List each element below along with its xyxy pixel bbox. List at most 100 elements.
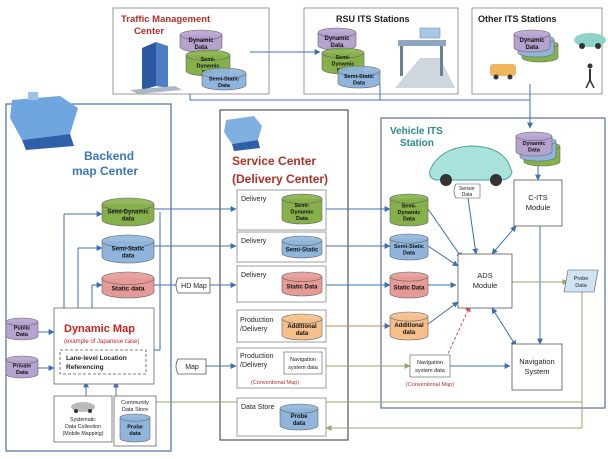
db-bk-static-label: Static data <box>112 285 145 292</box>
ads-module: ADS Module <box>457 253 513 309</box>
production-label-1: Production <box>240 317 274 324</box>
db-sc-probe-label: data <box>293 421 306 427</box>
lane-level-1: Lane-level Location <box>66 355 127 362</box>
delivery-label-1: Delivery <box>241 196 267 203</box>
db-v-semidyn-label: Semi- <box>402 204 417 210</box>
backend-title-1: Backend <box>84 149 134 163</box>
db-v-semistatic-label: Data <box>403 250 416 256</box>
service-title-2: (Delivery Center) <box>232 172 328 186</box>
db-tm-semi-label: Dynamic <box>197 64 220 70</box>
db-sc-static: Static Data <box>281 271 323 297</box>
other-title: Other ITS Stations <box>478 14 557 24</box>
conventional-map-sc: (Conventional Map) <box>251 380 299 386</box>
bus-icon <box>490 64 516 80</box>
dynamic-map-box: Dynamic Map (example of Japanese case) L… <box>53 307 155 385</box>
db-bk-semidyn-label: data <box>122 217 135 223</box>
db-v-semistatic-label: Semi-Static <box>394 244 424 250</box>
db-sc-semistatic-label: Semi-Static <box>286 248 319 254</box>
db-private-label: Data <box>16 370 29 376</box>
db-rsu-static-label: Data <box>353 81 366 87</box>
db-tm-static-label: Data <box>218 83 231 89</box>
db-private-label: Private <box>13 364 31 370</box>
db-oth-dyn-label: Data <box>525 45 539 51</box>
sensor-data-tag: Sensor Data <box>453 183 481 199</box>
db-bk-semistatic-label: data <box>122 254 135 260</box>
service-title-1: Service Center <box>232 154 316 168</box>
road-gantry-icon <box>395 27 455 88</box>
nav-sc-1: Navigation <box>290 357 316 363</box>
db-rsu-dyn-label: Data <box>330 43 344 49</box>
mapping-car-icon <box>71 402 95 413</box>
nav-sc-2: system data <box>288 365 319 371</box>
db-sc-semistatic: Semi-Static <box>281 235 323 259</box>
service-title: Service Center (Delivery Center) <box>224 116 328 186</box>
db-bk-semistatic-label: Semi-Static <box>112 247 145 253</box>
car-icon <box>574 33 606 49</box>
map-box: Map <box>175 358 207 375</box>
nav-system-2: System <box>524 367 549 376</box>
db-tm-semi-label: Semi- <box>201 57 216 63</box>
conventional-map-v: (Conventional Map) <box>406 382 454 388</box>
systematic-box: Systematic Data Collection (Mobile Mappi… <box>53 395 113 443</box>
db-tm-static-label: Semi-Static <box>209 76 239 82</box>
sensor-data-1: Sensor <box>459 186 475 192</box>
db-rsu-semi-label: Dynamic <box>332 61 355 67</box>
nav-system-1: Navigation <box>519 357 554 366</box>
hd-map-box: HD Map <box>175 277 211 294</box>
probe-data-1: Probe <box>574 276 589 282</box>
building-icon <box>130 42 182 94</box>
lane-level-2: Referencing <box>66 364 104 371</box>
service-center-frame <box>219 109 349 441</box>
cits-module: C-ITS Module <box>513 179 563 227</box>
connectors <box>38 49 583 431</box>
nav-v-1: Navigation <box>417 360 443 366</box>
db-oth-dyn-label: Dynamic <box>519 38 545 44</box>
db-sc-semidyn-label: Semi- <box>295 203 310 209</box>
db-sc-semidyn-label: Dynamic <box>291 209 314 215</box>
production-label-2: /Delivery <box>240 326 268 333</box>
backend-frame <box>5 103 172 452</box>
vehicle-title: Vehicle ITS Station <box>390 126 513 186</box>
pedestrian-icon <box>585 63 595 89</box>
delivery-label-2: Delivery <box>241 238 267 245</box>
sensor-data-2: Data <box>462 192 473 198</box>
db-sc-static-label: Static Data <box>286 285 318 291</box>
ads-2: Module <box>473 281 498 290</box>
rsu-title: RSU ITS Stations <box>336 14 410 24</box>
systematic-3: (Mobile Mapping) <box>63 431 104 437</box>
db-public-label: Data <box>16 332 29 338</box>
systematic-1: Systematic <box>70 417 96 423</box>
delivery-label-3: Delivery <box>241 272 267 279</box>
nav-data-box-vehicle: Navigation system data (Conventional Map… <box>406 354 454 388</box>
community-2: Data Store <box>122 407 148 413</box>
cits-1: C-ITS <box>528 193 548 202</box>
backend-title-2: map Center <box>72 164 138 178</box>
cits-2: Module <box>526 203 551 212</box>
database-cylinders: DynamicDataSemi-DynamicDataSemi-StaticDa… <box>5 27 561 443</box>
db-sc-additional-label: data <box>296 331 309 337</box>
db-v-semidyn-label: Data <box>403 217 416 223</box>
nav-v-2: system data <box>415 368 446 374</box>
db-bk-semidyn-label: Semi-Dynamic <box>107 210 149 216</box>
navigation-system: Navigation System <box>511 343 563 391</box>
ship-icon <box>10 92 78 150</box>
server-icon <box>224 116 262 151</box>
data-store-label: Data Store <box>241 404 275 411</box>
systematic-2: Data Collection <box>65 424 101 430</box>
